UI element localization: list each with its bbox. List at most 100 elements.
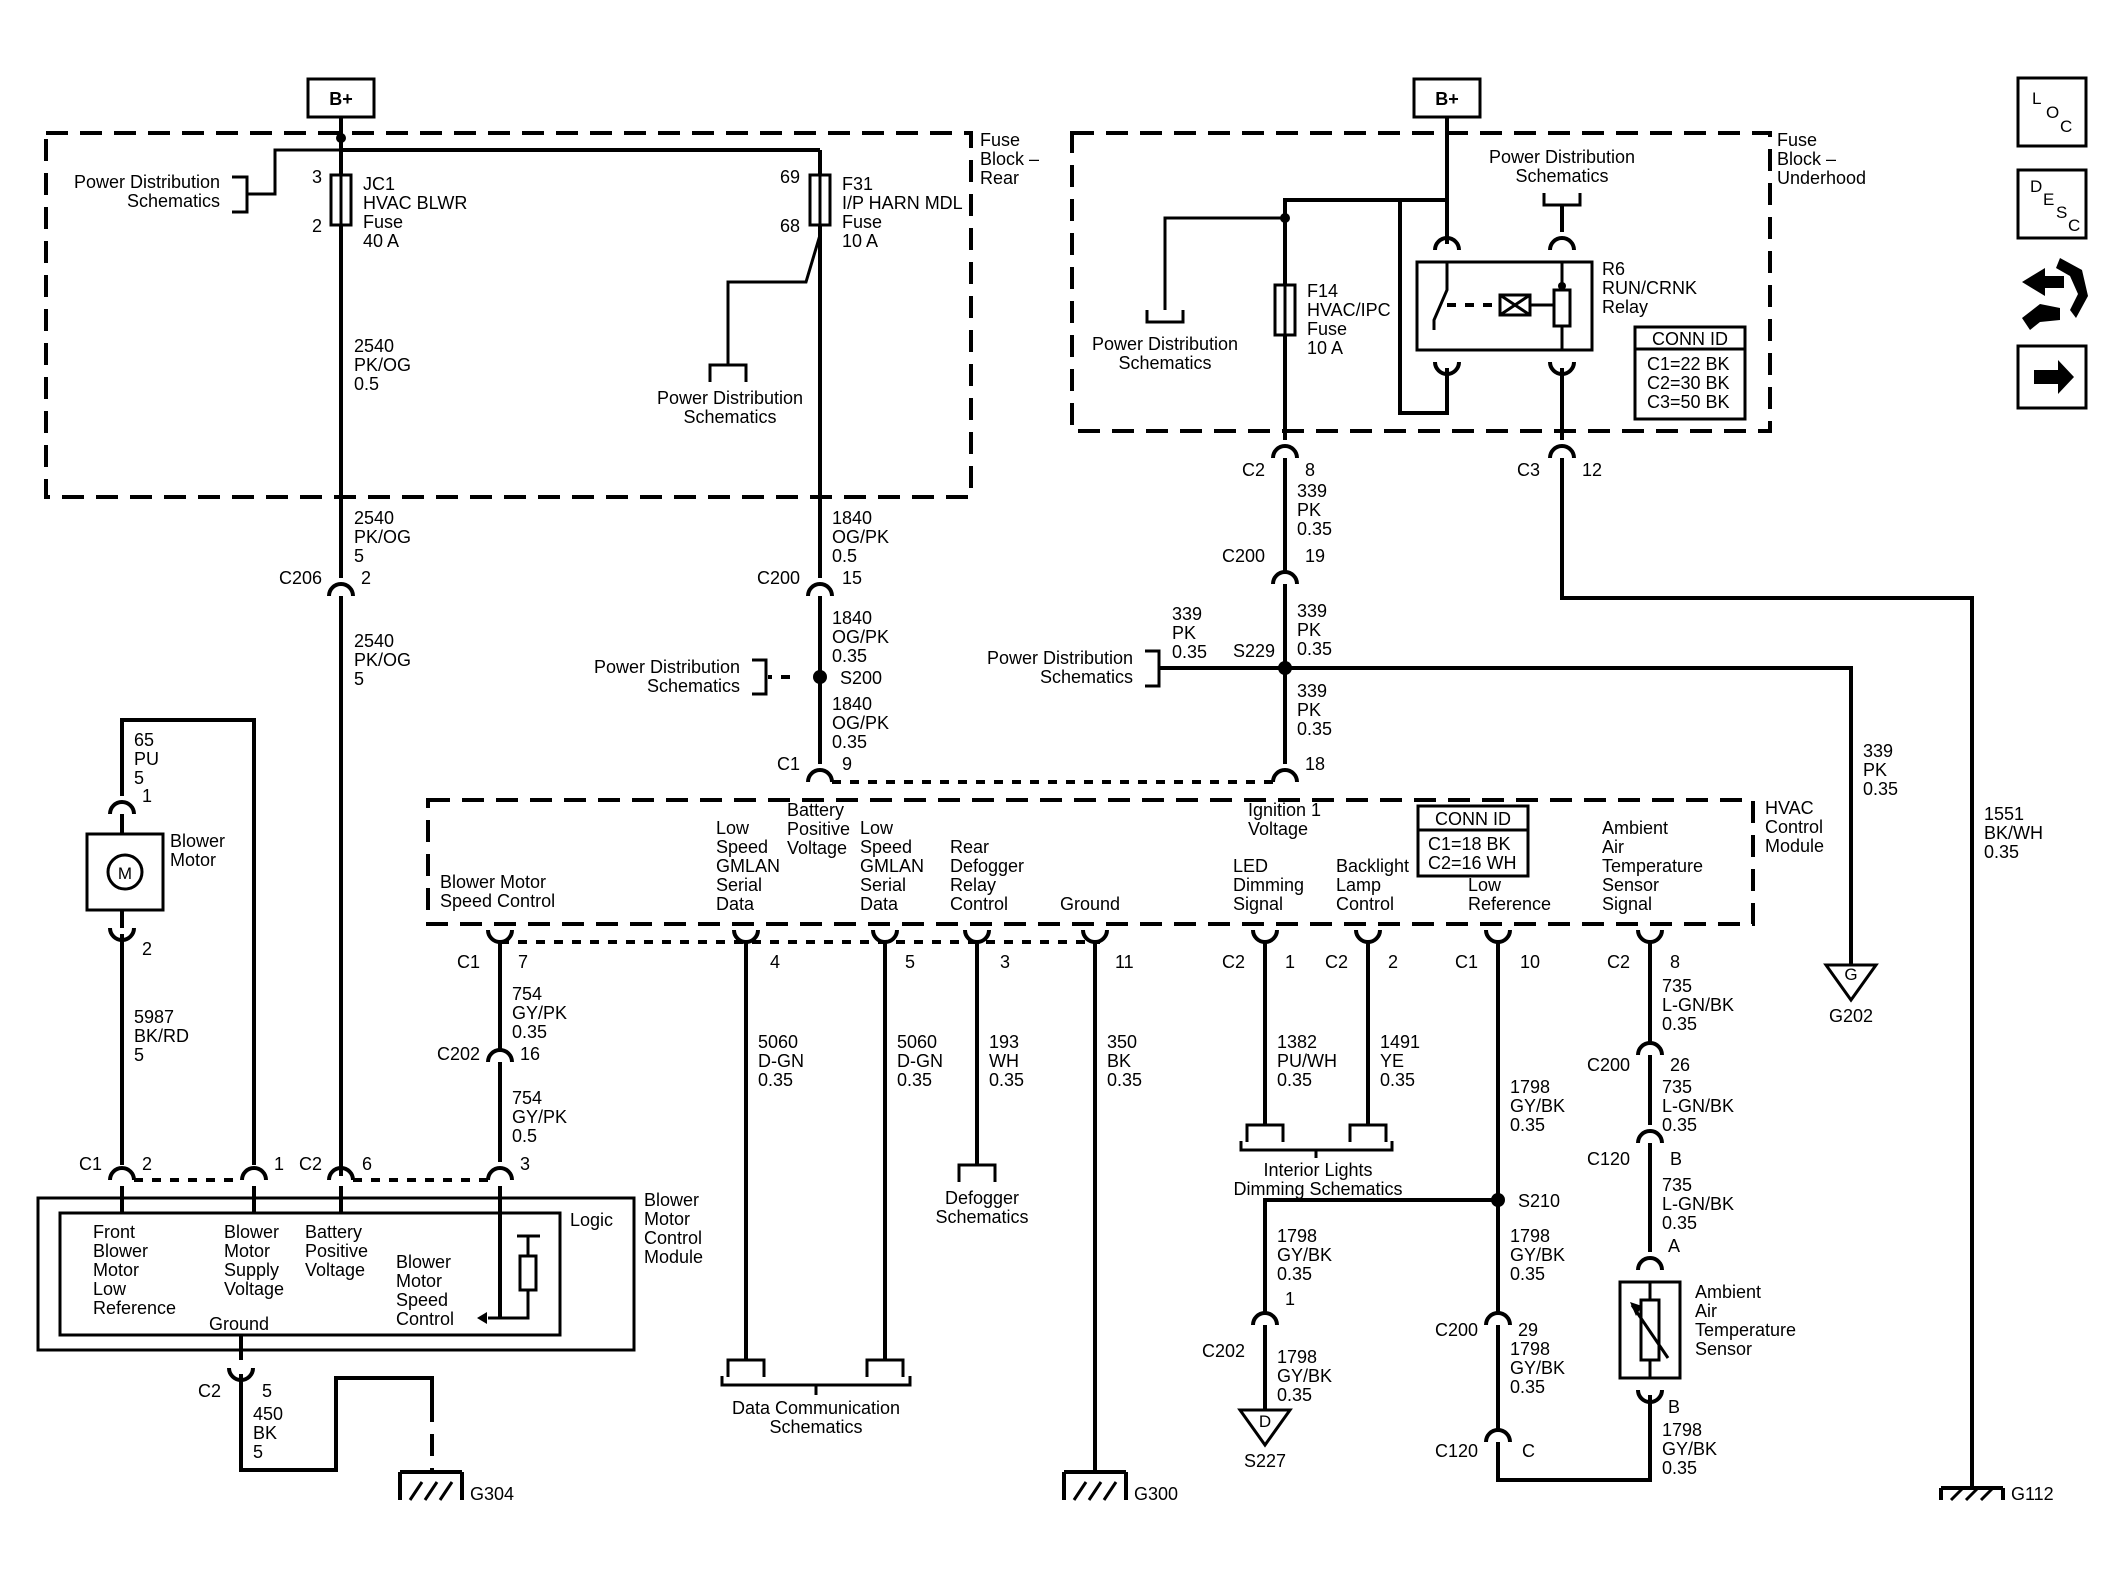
svg-text:Ambient: Ambient [1695, 1282, 1761, 1302]
svg-text:5: 5 [262, 1381, 272, 1401]
svg-text:Schematics: Schematics [127, 191, 220, 211]
svg-text:Blower: Blower [93, 1241, 148, 1261]
svg-text:0.35: 0.35 [1662, 1115, 1697, 1135]
svg-text:CONN ID: CONN ID [1652, 329, 1728, 349]
svg-text:Motor: Motor [170, 850, 216, 870]
svg-text:Schematics: Schematics [935, 1207, 1028, 1227]
svg-text:Relay: Relay [1602, 297, 1648, 317]
pds-ref-underhood-top[interactable]: Power Distribution Schematics [1489, 147, 1635, 232]
svg-text:68: 68 [780, 216, 800, 236]
connector-icon[interactable] [2022, 258, 2088, 330]
svg-text:Dimming Schematics: Dimming Schematics [1233, 1179, 1402, 1199]
svg-text:Air: Air [1695, 1301, 1717, 1321]
svg-text:HVAC BLWR: HVAC BLWR [363, 193, 467, 213]
ground-g304: G304 [398, 1470, 514, 1504]
svg-text:I/P HARN MDL: I/P HARN MDL [842, 193, 963, 213]
svg-text:B+: B+ [329, 89, 353, 109]
svg-text:C2: C2 [1325, 952, 1348, 972]
desc-icon[interactable]: D E S C [2016, 168, 2088, 240]
svg-text:Data Communication: Data Communication [732, 1398, 900, 1418]
svg-text:2: 2 [312, 216, 322, 236]
svg-text:5987: 5987 [134, 1007, 174, 1027]
svg-text:Dimming: Dimming [1233, 875, 1304, 895]
svg-text:2: 2 [1388, 952, 1398, 972]
svg-text:1798: 1798 [1510, 1226, 1550, 1246]
svg-text:PK: PK [1172, 623, 1196, 643]
svg-text:Defogger: Defogger [950, 856, 1024, 876]
svg-text:JC1: JC1 [363, 174, 395, 194]
svg-text:C2=16 WH: C2=16 WH [1428, 853, 1517, 873]
svg-text:3: 3 [1000, 952, 1010, 972]
svg-text:1798: 1798 [1510, 1077, 1550, 1097]
svg-text:Control: Control [1765, 817, 1823, 837]
bplus-underhood: B+ [1412, 77, 1482, 200]
svg-text:26: 26 [1670, 1055, 1690, 1075]
svg-text:69: 69 [780, 167, 800, 187]
svg-text:F14: F14 [1307, 281, 1338, 301]
svg-text:339: 339 [1863, 741, 1893, 761]
svg-text:Supply: Supply [224, 1260, 279, 1280]
svg-text:G304: G304 [470, 1484, 514, 1504]
svg-text:C2: C2 [1607, 952, 1630, 972]
svg-text:GY/PK: GY/PK [512, 1107, 567, 1127]
pds-ref-rear[interactable]: Power Distribution Schematics [74, 148, 820, 214]
svg-text:5: 5 [905, 952, 915, 972]
svg-text:3: 3 [312, 167, 322, 187]
svg-text:C1: C1 [1455, 952, 1478, 972]
svg-text:19: 19 [1305, 546, 1325, 566]
svg-text:1798: 1798 [1510, 1339, 1550, 1359]
arrow-right-icon[interactable] [2016, 344, 2088, 410]
svg-text:Power Distribution: Power Distribution [987, 648, 1133, 668]
svg-text:0.35: 0.35 [1984, 842, 2019, 862]
svg-text:BK/WH: BK/WH [1984, 823, 2043, 843]
svg-text:0.35: 0.35 [1662, 1213, 1697, 1233]
svg-text:C200: C200 [1222, 546, 1265, 566]
svg-text:Sensor: Sensor [1602, 875, 1659, 895]
svg-text:0.35: 0.35 [989, 1070, 1024, 1090]
svg-text:Backlight: Backlight [1336, 856, 1409, 876]
svg-text:Blower: Blower [224, 1222, 279, 1242]
ground-g112: G112 [1939, 1484, 2054, 1504]
svg-text:0.35: 0.35 [1297, 719, 1332, 739]
svg-text:C2: C2 [299, 1154, 322, 1174]
svg-text:Schematics: Schematics [1118, 353, 1211, 373]
svg-text:735: 735 [1662, 1175, 1692, 1195]
svg-text:0.5: 0.5 [832, 546, 857, 566]
svg-text:B: B [1670, 1149, 1682, 1169]
svg-text:2540: 2540 [354, 336, 394, 356]
svg-text:Positive: Positive [787, 819, 850, 839]
svg-text:10 A: 10 A [842, 231, 878, 251]
svg-text:1840: 1840 [832, 694, 872, 714]
svg-text:C3=50 BK: C3=50 BK [1647, 392, 1730, 412]
svg-text:5060: 5060 [897, 1032, 937, 1052]
fuse-f31: 69 68 F31 I/P HARN MDL Fuse 10 A Power D… [657, 150, 963, 427]
svg-text:Motor: Motor [224, 1241, 270, 1261]
svg-text:G300: G300 [1134, 1484, 1178, 1504]
svg-text:PK: PK [1863, 760, 1887, 780]
svg-text:0.35: 0.35 [897, 1070, 932, 1090]
svg-text:GY/BK: GY/BK [1277, 1245, 1332, 1265]
svg-text:Battery: Battery [305, 1222, 362, 1242]
svg-text:11: 11 [1115, 952, 1134, 972]
svg-text:G: G [1844, 965, 1857, 984]
svg-text:0.35: 0.35 [1510, 1264, 1545, 1284]
svg-text:Relay: Relay [950, 875, 996, 895]
svg-text:Module: Module [1765, 836, 1824, 856]
svg-text:8: 8 [1670, 952, 1680, 972]
loc-icon[interactable]: L O C [2016, 76, 2088, 148]
wire-1551: C3 12 1551 BK/WH 0.35 [1517, 368, 2043, 1490]
bplus-rear: B+ [306, 77, 376, 143]
svg-text:7: 7 [518, 952, 528, 972]
svg-text:Schematics: Schematics [683, 407, 776, 427]
svg-text:Control: Control [1336, 894, 1394, 914]
svg-text:LED: LED [1233, 856, 1268, 876]
svg-text:Ignition 1: Ignition 1 [1248, 800, 1321, 820]
svg-text:Defogger: Defogger [945, 1188, 1019, 1208]
svg-text:C206: C206 [279, 568, 322, 588]
svg-text:Control: Control [644, 1228, 702, 1248]
svg-text:40 A: 40 A [363, 231, 399, 251]
svg-text:PU: PU [134, 749, 159, 769]
wire-754: 754 GY/PK 0.35 C202 16 754 GY/PK 0.5 3 [437, 942, 567, 1181]
svg-text:D-GN: D-GN [897, 1051, 943, 1071]
ambient-air-temp-sensor: Ambient Air Temperature Sensor B 1798 GY… [1618, 1256, 1796, 1478]
